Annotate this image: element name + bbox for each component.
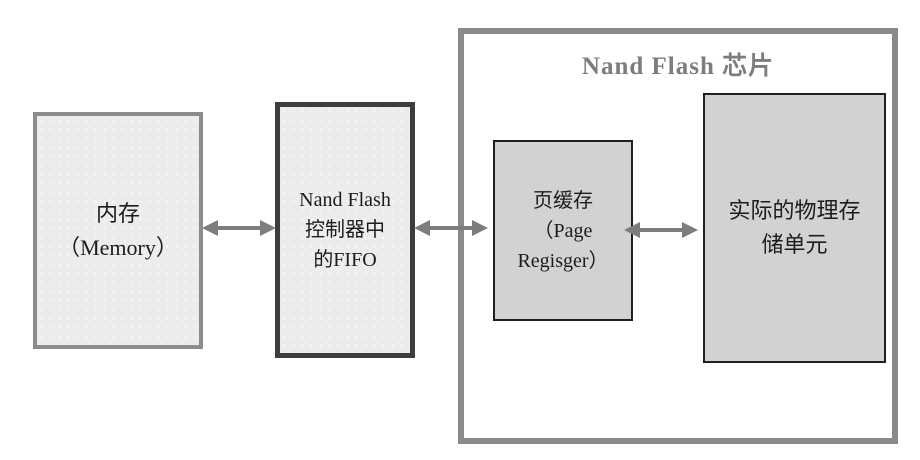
physical-storage-label-line-2: 储单元 <box>761 232 828 257</box>
page-register-label-line-3: Regisger） <box>517 249 609 272</box>
nand-flash-chip-container: Nand Flash 芯片 页缓存 （Page Regisger） 实际的物理存… <box>458 28 898 444</box>
page-register-box: 页缓存 （Page Regisger） <box>493 140 633 321</box>
memory-label-line-2: （Memory） <box>58 234 178 260</box>
fifo-label-line-1: Nand Flash <box>299 189 391 211</box>
bidirectional-arrow-icon-fifo-pageregister <box>414 218 488 238</box>
page-register-label-line-1: 页缓存 <box>533 189 593 212</box>
chip-title: Nand Flash 芯片 <box>581 53 775 80</box>
physical-storage-box: 实际的物理存 储单元 <box>703 93 886 363</box>
page-register-label-line-2: （Page <box>533 219 593 242</box>
physical-storage-label-line-1: 实际的物理存 <box>728 198 861 223</box>
fifo-label-line-2: 控制器中 <box>305 219 385 241</box>
bidirectional-arrow-icon-memory-fifo <box>202 218 276 238</box>
bidirectional-arrow-icon-pageregister-storage <box>624 220 698 240</box>
fifo-label-line-3: 的FIFO <box>313 249 377 271</box>
memory-box: 内存 （Memory） <box>33 112 203 349</box>
memory-label-line-1: 内存 <box>95 200 140 226</box>
fifo-box: Nand Flash 控制器中 的FIFO <box>275 102 415 358</box>
